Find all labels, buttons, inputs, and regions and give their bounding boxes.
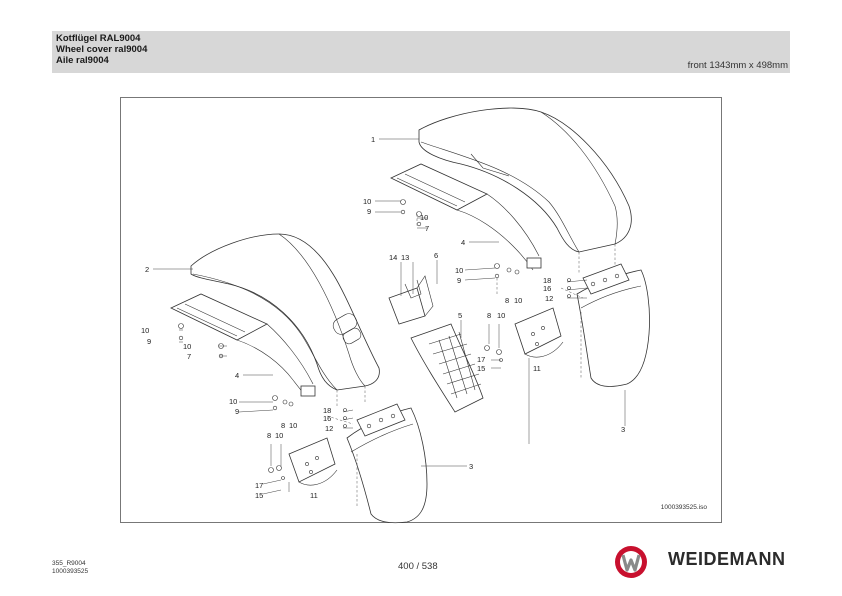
callout-7-b: 7 (187, 352, 191, 361)
callout-4-lower: 4 (235, 371, 239, 380)
bracket-part-11-bottom (288, 437, 338, 486)
fender-part-1 (418, 107, 632, 253)
callout-8-d: 8 (267, 431, 271, 440)
step-part-5 (410, 323, 484, 413)
callout-10-h: 10 (229, 397, 237, 406)
bracket-part-11-right (514, 307, 564, 358)
callout-10-j: 10 (275, 431, 283, 440)
dimensions-text: front 1343mm x 498mm (687, 60, 788, 71)
fender-part-2 (190, 233, 380, 391)
assembly-dashed-lines (326, 214, 616, 508)
callout-labels: 1 2 3 3 4 4 5 6 9 10 10 7 14 13 10 9 8 1… (141, 135, 625, 500)
callout-11-a: 11 (533, 364, 541, 373)
page-number: 400 / 538 (398, 561, 438, 572)
callout-11-b: 11 (310, 491, 318, 500)
callout-12-a: 12 (545, 294, 553, 303)
callout-18-a: 18 (543, 276, 551, 285)
drawing-id: 1000393525.iso (660, 504, 707, 511)
callout-12-b: 12 (325, 424, 333, 433)
callout-17-b: 17 (255, 481, 263, 490)
mudflap-part-3-bottom (346, 403, 428, 524)
callout-1: 1 (371, 135, 375, 144)
bracket-part-4-upper (390, 163, 542, 271)
callout-10-g: 10 (183, 342, 191, 351)
callout-9-c: 9 (147, 337, 151, 346)
weidemann-logo-icon (615, 546, 647, 578)
callout-8-b: 8 (487, 311, 491, 320)
callout-7-a: 7 (425, 224, 429, 233)
callout-15-a: 15 (477, 364, 485, 373)
title-german: Kotflügel RAL9004 (56, 33, 141, 44)
callout-5: 5 (458, 311, 462, 320)
footer-code-2: 1000393525 (52, 568, 89, 575)
callout-8-c: 8 (281, 421, 285, 430)
callout-15-b: 15 (255, 491, 263, 500)
callout-10-b: 10 (420, 213, 428, 222)
callout-9-a: 9 (367, 207, 371, 216)
callout-10-e: 10 (497, 311, 505, 320)
title-french: Aile ral9004 (56, 55, 109, 66)
callout-10-d: 10 (514, 296, 522, 305)
callout-leader-lines (153, 138, 626, 495)
callout-16-b: 16 (323, 414, 331, 423)
callout-14: 14 (389, 253, 397, 262)
callout-18-b: 18 (323, 406, 331, 415)
holder-part-6 (388, 275, 434, 325)
callout-3-right: 3 (621, 425, 625, 434)
footer-code-1: 355_R9004 (52, 560, 86, 567)
mudflap-part-3-right (576, 263, 650, 387)
title-english: Wheel cover ral9004 (56, 44, 148, 55)
callout-8-a: 8 (505, 296, 509, 305)
brand-name: WEIDEMANN (668, 549, 786, 569)
callout-10-c: 10 (455, 266, 463, 275)
callout-9-b: 9 (457, 276, 461, 285)
exploded-parts-drawing: 1 2 3 3 4 4 5 6 9 10 10 7 14 13 10 9 8 1… (120, 97, 722, 524)
parts-diagram-svg: 1 2 3 3 4 4 5 6 9 10 10 7 14 13 10 9 8 1… (141, 107, 650, 524)
hardware-fasteners (178, 199, 571, 480)
callout-3-bottom: 3 (469, 462, 473, 471)
callout-10-i: 10 (289, 421, 297, 430)
callout-9-d: 9 (235, 407, 239, 416)
callout-16-a: 16 (543, 284, 551, 293)
callout-10-f: 10 (141, 326, 149, 335)
callout-6: 6 (434, 251, 438, 260)
bracket-part-4-lower (170, 293, 316, 397)
header-bar: Kotflügel RAL9004 Wheel cover ral9004 Ai… (52, 31, 790, 73)
callout-2: 2 (145, 265, 149, 274)
callout-4-upper: 4 (461, 238, 465, 247)
callout-10-a: 10 (363, 197, 371, 206)
callout-13: 13 (401, 253, 409, 262)
callout-17-a: 17 (477, 355, 485, 364)
